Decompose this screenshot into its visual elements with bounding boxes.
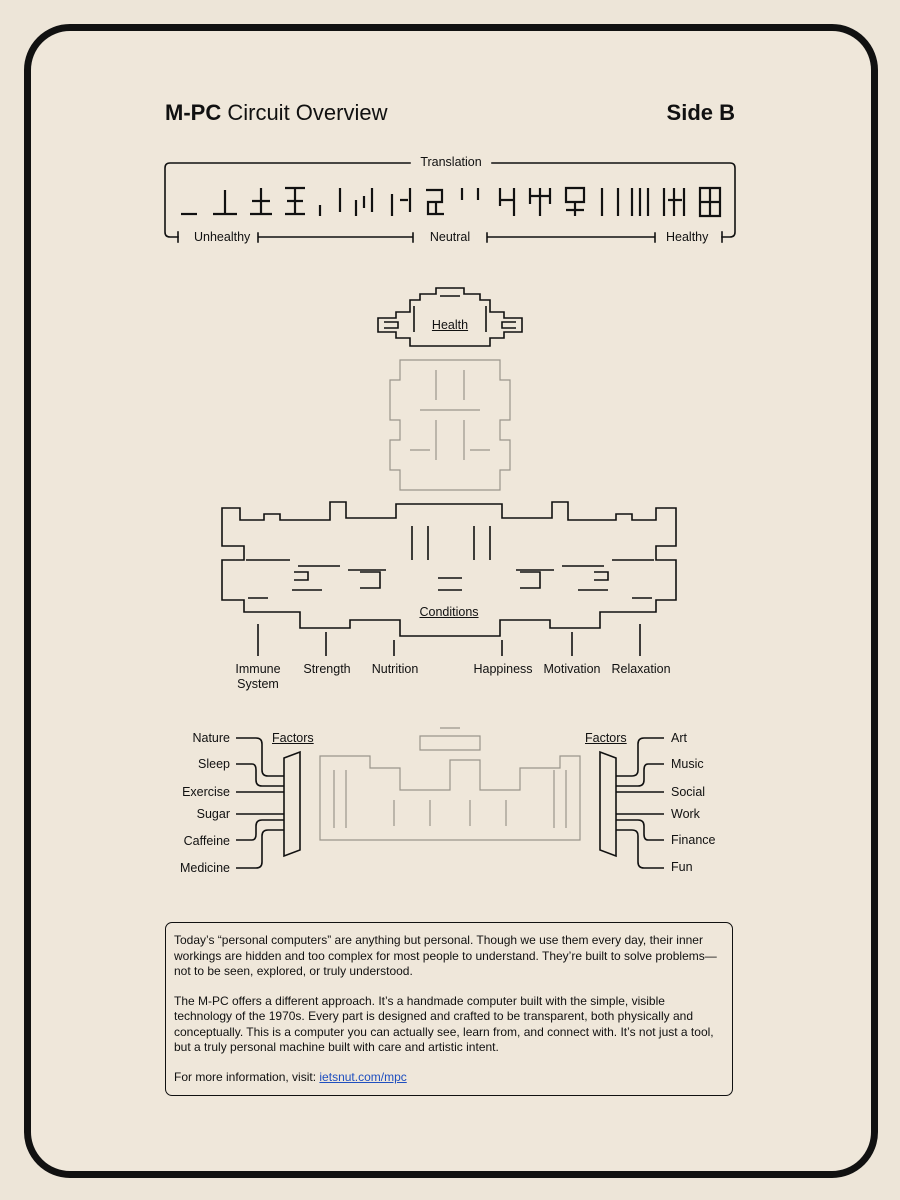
factor-social: Social [671,785,706,799]
condition-nutrition: Nutrition [371,662,419,676]
factors-right-label: Factors [585,731,627,745]
relay-block [389,359,511,491]
translation-bracket-right [491,162,736,238]
factor-medicine: Medicine [179,861,230,875]
translation-glyphs [181,186,722,218]
more-info-line: For more information, visit: ietsnut.com… [174,1069,407,1084]
more-info-link[interactable]: ietsnut.com/mpc [319,1069,407,1084]
factor-work: Work [671,807,700,821]
health-label: Health [431,318,469,332]
condition-immune-system: Immune System [235,662,281,691]
scale-line-left [257,232,414,243]
description-paragraph-2: The M-PC offers a different approach. It… [174,993,714,1055]
factor-music: Music [671,757,704,771]
factor-caffeine: Caffeine [183,834,230,848]
factor-lines-left [236,737,301,869]
translation-bracket-left [164,162,411,238]
condition-strength: Strength [303,662,351,676]
factor-fun: Fun [671,860,693,874]
healthy-label: Healthy [663,230,712,244]
factor-sleep: Sleep [198,757,230,771]
factor-finance: Finance [671,833,716,847]
side-label: Side B [666,100,735,125]
condition-motivation: Motivation [543,662,601,676]
unhealthy-label: Unhealthy [191,230,254,244]
page-title: M-PC Circuit Overview [165,100,388,125]
condition-leads [257,624,641,656]
factor-boards [319,727,581,841]
condition-happiness: Happiness [473,662,533,676]
health-circuit [377,287,523,347]
factor-exercise: Exercise [182,785,230,799]
factor-lines-right [599,737,664,869]
description-paragraph-1: Today’s “personal computers” are anythin… [174,933,717,978]
factors-left-label: Factors [272,731,314,745]
factor-art: Art [671,731,687,745]
factor-sugar: Sugar [196,807,230,821]
condition-relaxation: Relaxation [611,662,671,676]
description-box: Today’s “personal computers” are anythin… [165,922,733,1096]
conditions-circuit [221,501,677,637]
scale-line-right [486,232,656,243]
translation-label: Translation [414,155,488,169]
neutral-label: Neutral [425,230,475,244]
factor-nature: Nature [192,731,230,745]
conditions-label: Conditions [419,605,479,619]
